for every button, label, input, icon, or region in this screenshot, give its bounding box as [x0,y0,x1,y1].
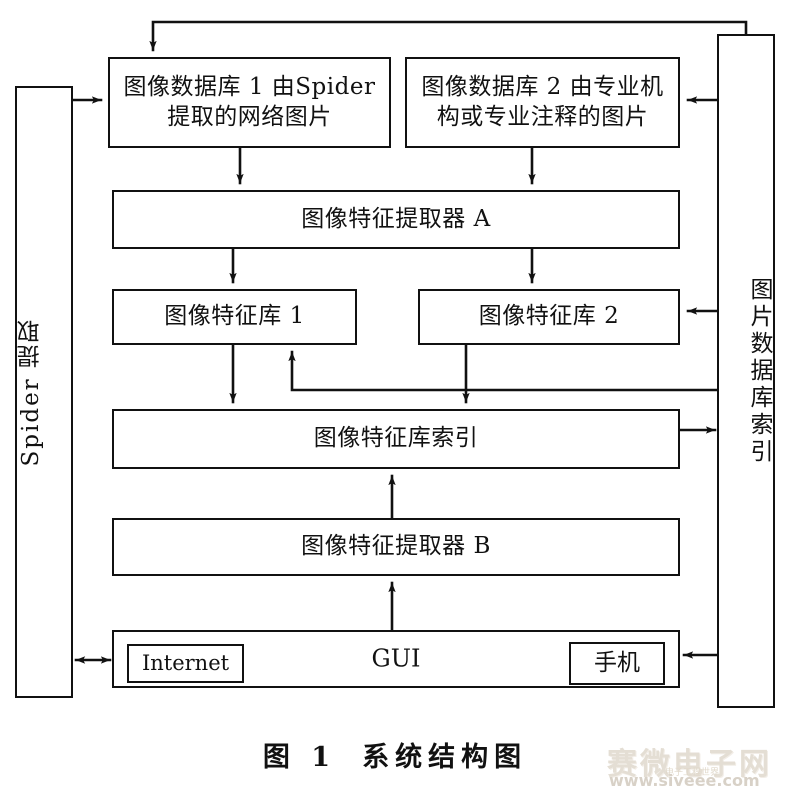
node-mobile-phone-label: 手机 [594,649,640,676]
node-feature-library-2-label: 图像特征库 2 [478,303,620,330]
node-feature-library-1-label: 图像特征库 1 [164,303,305,330]
connector-picdbindex-to-featlib1 [288,350,719,392]
node-image-database-2[interactable]: 图像数据库 2 由专业机 构或专业注释的图片 [405,57,680,148]
node-spider-crawler[interactable]: Spider 提取 [15,86,73,698]
node-picture-database-index-label: 图片数据库索引 [746,276,772,466]
node-feature-library-1[interactable]: 图像特征库 1 [112,289,357,345]
node-feature-extractor-a[interactable]: 图像特征提取器 A [112,190,680,249]
node-picture-database-index[interactable]: 图片数据库索引 [717,34,775,708]
node-feature-extractor-b[interactable]: 图像特征提取器 B [112,518,680,576]
figure-caption-number: 图 1 [262,742,337,773]
node-internet[interactable]: Internet [127,644,244,683]
connector-picdbindex-to-imgdb1-top [149,20,748,52]
node-feature-extractor-a-label: 图像特征提取器 A [301,205,491,232]
node-image-database-1[interactable]: 图像数据库 1 由Spider 提取的网络图片 [108,57,391,148]
node-gui-label: GUI [371,644,421,673]
node-gui-bar[interactable]: GUI Internet 手机 [112,630,680,688]
node-image-database-1-label: 图像数据库 1 由Spider 提取的网络图片 [123,74,376,130]
node-feature-library-index[interactable]: 图像特征库索引 [112,409,680,469]
figure-caption: 图 1 系统结构图 [0,735,790,774]
node-image-database-2-label: 图像数据库 2 由专业机 构或专业注释的图片 [421,74,664,130]
node-feature-library-index-label: 图像特征库索引 [313,425,479,452]
node-internet-label: Internet [141,651,230,676]
node-feature-library-2[interactable]: 图像特征库 2 [418,289,680,345]
node-mobile-phone[interactable]: 手机 [569,642,665,685]
node-feature-extractor-b-label: 图像特征提取器 B [301,533,491,560]
figure-caption-title: 系统结构图 [362,742,528,773]
node-spider-crawler-label: Spider 提取 [18,317,44,467]
